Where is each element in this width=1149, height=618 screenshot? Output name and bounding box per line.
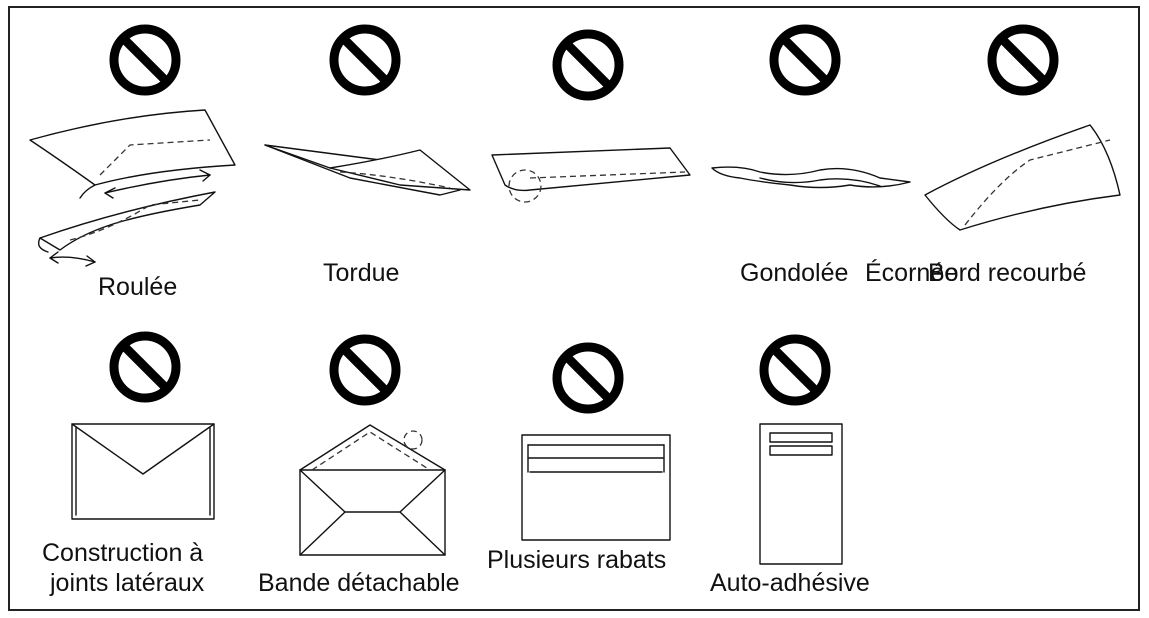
label-multiple-flaps: Plusieurs rabats	[487, 546, 667, 574]
peel-strip-envelope-illustration	[299, 424, 446, 556]
curled-edge-paper-illustration	[924, 124, 1121, 231]
torn-paper-illustration	[491, 147, 691, 203]
side-seam-envelope-illustration	[71, 423, 215, 520]
prohibited-icon	[334, 339, 396, 401]
label-torn-edge: Écornée	[865, 259, 959, 287]
prohibited-icon	[764, 339, 826, 401]
prohibited-icon	[557, 34, 619, 96]
label-curled: Roulée	[98, 273, 178, 301]
multiple-flaps-envelope-illustration	[521, 434, 671, 541]
curled-paper-illustration	[29, 109, 236, 267]
prohibited-icon	[334, 29, 396, 91]
label-wavy: Gondolée	[740, 259, 849, 287]
diagram-frame	[8, 6, 1140, 611]
self-adhesive-envelope-illustration	[759, 423, 843, 565]
label-peel-strip: Bande détachable	[258, 569, 460, 597]
wavy-paper-illustration	[711, 166, 911, 189]
prohibited-icon	[114, 29, 176, 91]
prohibited-icon	[992, 29, 1054, 91]
prohibited-icon	[114, 336, 176, 398]
label-side-seams-line1: Construction à	[42, 539, 204, 567]
prohibited-icon	[557, 347, 619, 409]
prohibited-icon	[774, 29, 836, 91]
label-self-adhesive: Auto-adhésive	[710, 569, 870, 597]
label-curled-edge: Bord recourbé	[928, 259, 1087, 287]
twisted-paper-illustration	[264, 144, 471, 196]
label-twisted: Tordue	[323, 259, 400, 287]
label-side-seams-line2: joints latéraux	[50, 569, 205, 597]
